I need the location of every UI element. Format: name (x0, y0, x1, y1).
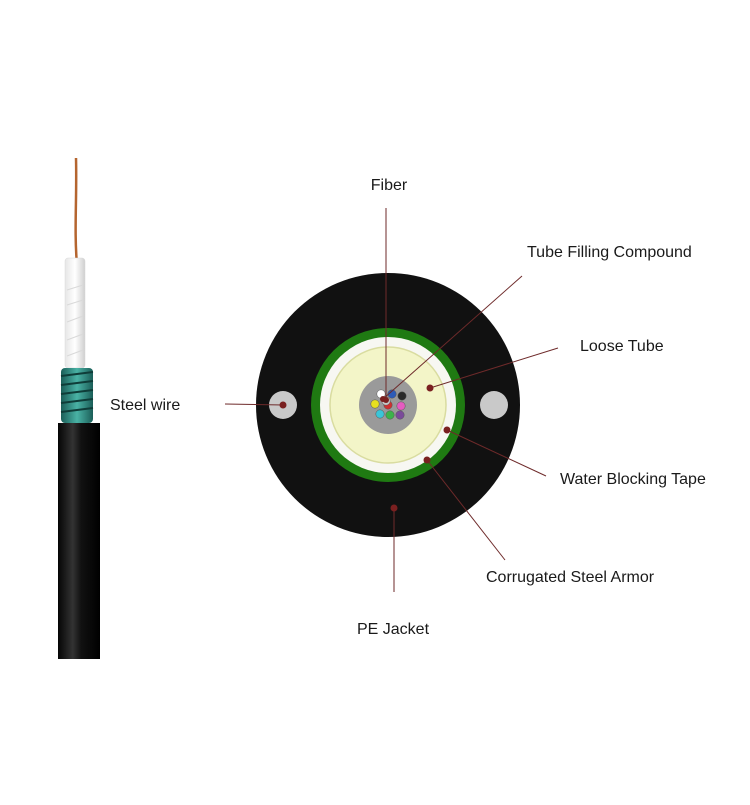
label-water-blocking-tape: Water Blocking Tape (560, 471, 706, 488)
cable-photo (58, 157, 100, 659)
outer-pe-jacket (58, 423, 100, 659)
copper-fiber-strand (74, 157, 79, 266)
leader-tube-filling (382, 275, 523, 400)
leader-dots (279, 384, 451, 512)
dot-steel-wire (279, 401, 287, 409)
label-pe-jacket: PE Jacket (357, 621, 430, 638)
fiber-strand (396, 401, 406, 411)
leader-water-blocking (446, 429, 547, 477)
armor-corrugation (60, 371, 94, 413)
label-steel-wire: Steel wire (110, 397, 180, 414)
label-fiber: Fiber (371, 177, 408, 194)
label-loose-tube: Loose Tube (580, 338, 664, 355)
tight-buffer-sheath (64, 257, 86, 369)
leader-lines (224, 208, 559, 592)
fiber-strand (385, 410, 395, 420)
dot-corrugated-armor (423, 456, 431, 464)
label-tube-filling-compound: Tube Filling Compound (527, 244, 692, 261)
fiber-strand (395, 410, 405, 420)
fiber-strand (375, 409, 385, 419)
dot-pe-jacket (390, 504, 398, 512)
label-corrugated-steel-armor: Corrugated Steel Armor (486, 569, 655, 586)
fiber-strand (397, 391, 407, 401)
dot-water-blocking (443, 426, 451, 434)
dot-loose-tube (426, 384, 434, 392)
leader-steel-wire (224, 403, 284, 406)
fiber-strand (370, 399, 380, 409)
leader-corrugated-armor (426, 459, 506, 561)
labels: Fiber Tube Filling Compound Loose Tube S… (110, 177, 706, 638)
cable-cross-section (256, 273, 520, 537)
steel-wire-right (480, 391, 508, 419)
dot-tube-filling (380, 396, 386, 402)
fiber-strand (387, 389, 397, 399)
sheath-texture (66, 284, 84, 357)
leader-loose-tube (429, 347, 559, 389)
